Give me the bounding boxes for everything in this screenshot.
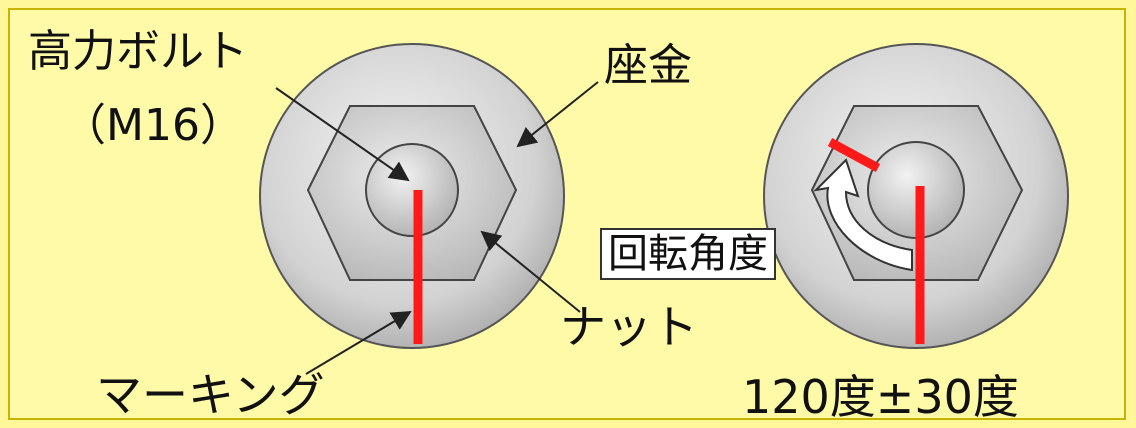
bolt-label: 高力ボルト [28, 26, 248, 77]
left-bolt-head [365, 143, 459, 237]
nut-leader [480, 230, 581, 313]
right-rotated-marking [827, 138, 881, 172]
left-bolt-assembly [259, 43, 565, 349]
washer-label: 座金 [604, 40, 692, 91]
bolt-size-label: （M16） [62, 100, 244, 151]
marking-leader [305, 310, 412, 375]
marking-label: マーキング [96, 368, 325, 422]
rotation-angle-label: 回転角度 [600, 228, 776, 280]
washer-leader [516, 81, 599, 148]
leader-lines [275, 81, 599, 375]
tolerance-label: 120度±30度 [742, 370, 1019, 424]
bolt-leader [275, 87, 410, 182]
nut-label: ナット [560, 300, 698, 354]
right-bolt-assembly [763, 43, 1069, 349]
rotation-arrow [813, 158, 913, 272]
